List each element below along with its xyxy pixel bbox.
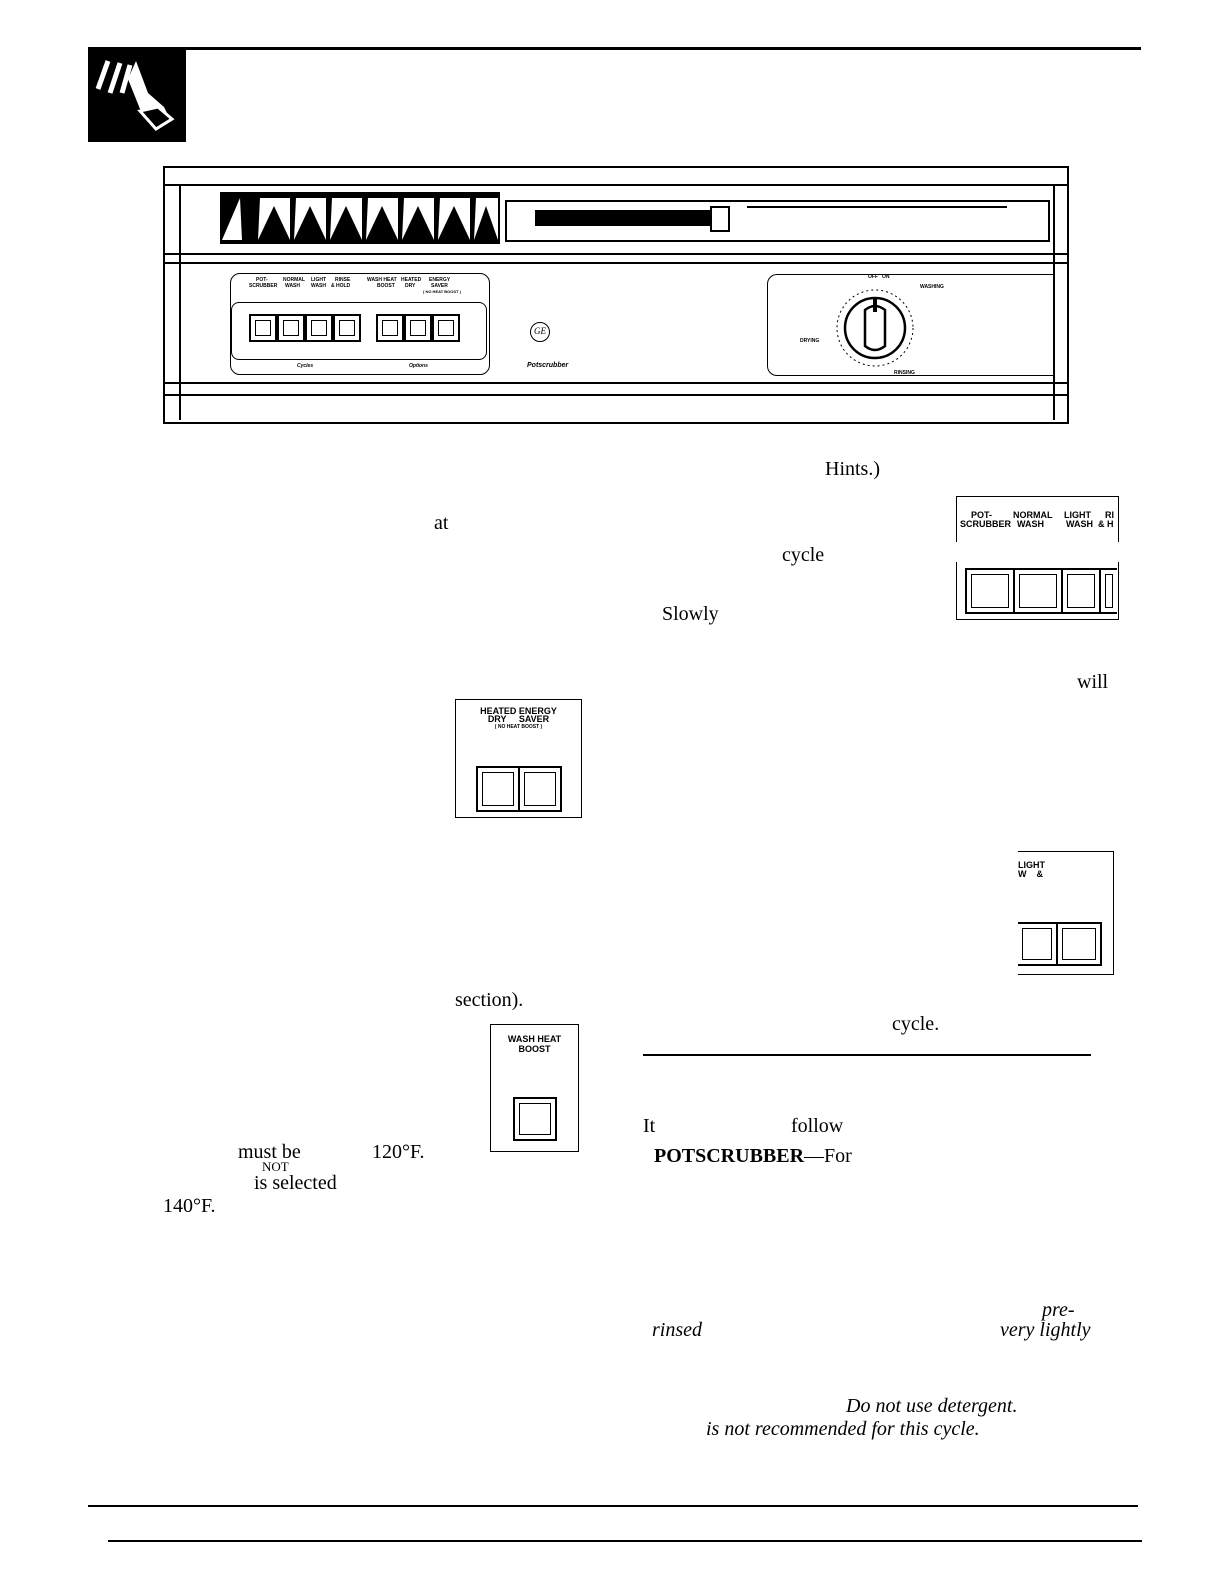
panel-wash-heat-boost-button[interactable] [376,314,404,342]
dial-panel: OFF ON WASHING DRYING RINSING [767,274,1053,376]
inset-heated-dry-button[interactable] [476,766,520,812]
panel-energy-saver-button[interactable] [432,314,460,342]
right-text-not-recommended: is not recommended for this cycle. [706,1418,980,1440]
brand-name: Potscrubber [527,362,569,369]
panel-label-heated: HEATED [401,277,422,283]
left-text-not: NOT [262,1159,289,1174]
panel-label-rinse: RINSE [335,277,351,283]
inset-potscrubber-button[interactable] [965,568,1015,614]
right-text-hints: Hints.) [825,458,880,480]
right-text-cycle-end: cycle. [892,1013,940,1035]
inset-cycles-labels: POT- SCRUBBER NORMAL WASH LIGHT WASH RI … [956,496,1119,542]
panel-heated-dry-button[interactable] [404,314,432,342]
inset-light-wash-button-2[interactable] [1018,922,1058,966]
inset-dry-options: HEATED ENERGY DRY SAVER ( NO HEAT BOOST … [455,699,582,818]
panel-normal-wash-button[interactable] [277,314,305,342]
right-text-slowly: Slowly [662,603,719,625]
pointing-hand-icon [88,49,186,142]
inset-energy-saver-button[interactable] [518,766,562,812]
timer-dial-knob[interactable] [835,288,915,368]
footer-rule-top [88,1505,1138,1507]
panel-label-energy: ENERGY [429,277,451,283]
right-text-potscrubber: POTSCRUBBER—For [654,1145,852,1167]
panel-label-pot: POT- [256,277,268,283]
vent-grille [220,192,500,244]
inset-rinse-hold-button-2[interactable] [1056,922,1102,966]
panel-rinse-hold-button[interactable] [333,314,361,342]
inset-wash-heat-boost: WASH HEAT BOOST [490,1024,579,1152]
options-caption: Options [409,363,428,369]
right-text-it: It [643,1115,656,1137]
panel-label-light: LIGHT [311,277,326,283]
cycles-caption: Cycles [297,363,314,369]
ge-logo-icon: GE [530,322,550,342]
inset-light-wash: LIGHT W & [1018,851,1114,975]
inset-rinse-hold-button[interactable] [1099,568,1117,614]
right-text-no-detergent: Do not use detergent. [846,1395,1018,1417]
right-text-rinsed: rinsed [652,1319,702,1341]
door-latch [505,200,1050,242]
inset-cycles-buttons [956,562,1119,620]
panel-label-normal: NORMAL [283,277,305,283]
right-text-very-lightly: very lightly [1000,1319,1091,1341]
left-text-section: section). [455,989,524,1011]
footer-rule-bottom [108,1540,1142,1542]
header-rule [88,47,1141,50]
left-text-is-selected: is selected [254,1172,337,1194]
right-text-will: will [1077,671,1109,693]
right-text-pre: pre- [1042,1299,1075,1321]
panel-potscrubber-button[interactable] [249,314,277,342]
left-text-must-be: must be [238,1141,301,1163]
inset-light-wash-button[interactable] [1061,568,1101,614]
left-text-at: at [434,512,449,534]
left-text-140: 140°F. [163,1195,216,1217]
button-panel: POT- SCRUBBER NORMAL WASH LIGHT WASH RIN… [230,273,490,375]
left-text-120: 120°F. [372,1141,425,1163]
right-text-follow: follow [791,1115,844,1137]
control-panel-illustration: POT- SCRUBBER NORMAL WASH LIGHT WASH RIN… [163,166,1069,424]
section-divider [643,1054,1091,1056]
inset-normal-wash-button[interactable] [1013,568,1063,614]
inset-wash-heat-boost-button[interactable] [513,1097,557,1141]
right-text-cycle: cycle [782,544,825,566]
panel-label-boost: WASH HEAT [367,277,397,283]
panel-light-wash-button[interactable] [305,314,333,342]
